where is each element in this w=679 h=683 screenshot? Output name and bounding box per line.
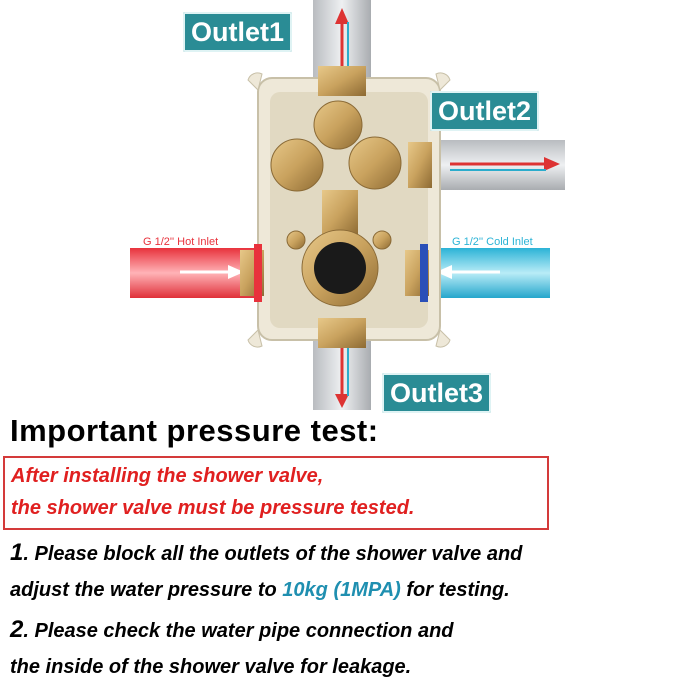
outlet2-arrow <box>450 157 560 171</box>
step-1-text-b: adjust the water pressure to <box>10 579 283 601</box>
shower-valve-diagram <box>130 0 565 410</box>
step-2-line-2: the inside of the shower valve for leaka… <box>10 652 411 682</box>
step-2-number: 2 <box>10 616 24 643</box>
step-1-number: 1 <box>10 539 24 566</box>
step-1-text-a: . Please block all the outlets of the sh… <box>23 543 523 565</box>
outlet2-label: Outlet2 <box>430 91 540 131</box>
valve-body <box>240 66 451 348</box>
hot-inlet-label: G 1/2'' Hot Inlet <box>143 236 219 248</box>
cold-inlet-arrow <box>436 265 500 279</box>
warning-box: After installing the shower valve, the s… <box>3 456 549 530</box>
outlet1-label: Outlet1 <box>183 12 293 52</box>
step-2-text-b: the inside of the shower valve for leaka… <box>10 656 412 678</box>
outlet3-arrow <box>335 340 349 408</box>
step-2-line-1: 2. Please check the water pipe connectio… <box>10 615 454 646</box>
step-2-text-a: . Please check the water pipe connection… <box>23 620 454 642</box>
step-1-line-1: 1. Please block all the outlets of the s… <box>10 538 522 569</box>
outlet3-label: Outlet3 <box>382 373 492 413</box>
warning-line-2: the shower valve must be pressure tested… <box>11 497 415 519</box>
step-1-text-c: for testing. <box>400 579 510 601</box>
cold-inlet-label: G 1/2'' Cold Inlet <box>452 236 533 248</box>
hot-inlet-arrow <box>180 265 244 279</box>
step-1-line-2: adjust the water pressure to 10kg (1MPA)… <box>10 575 510 605</box>
pressure-value: 10kg (1MPA) <box>282 579 401 601</box>
warning-line-1: After installing the shower valve, <box>11 465 324 487</box>
page-title: Important pressure test: <box>10 413 379 448</box>
